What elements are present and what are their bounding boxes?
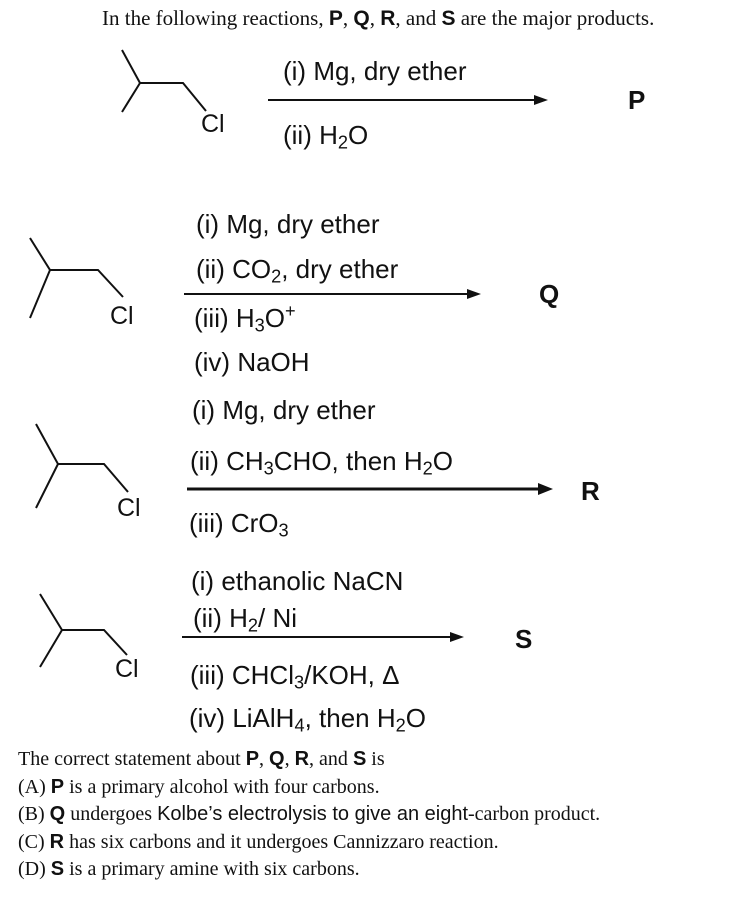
reaction-arrow — [182, 632, 464, 642]
chlorine-label: Cl — [115, 655, 139, 683]
reaction-step: (i) Mg, dry ether — [283, 56, 467, 86]
intro-text: In the following reactions, P, Q, R, and… — [102, 6, 655, 30]
product-q: Q — [539, 279, 560, 309]
option-b[interactable]: (B) Q undergoes Kolbe’s electrolysis to … — [18, 803, 601, 825]
reaction-step: (iii) CrO3 — [189, 508, 289, 541]
option-a[interactable]: (A) P is a primary alcohol with four car… — [18, 776, 380, 798]
product-s: S — [515, 624, 533, 654]
question-stem: The correct statement about P, Q, R, and… — [18, 748, 385, 770]
reaction-step: (iv) NaOH — [194, 347, 310, 377]
reaction-step: (iii) H3O+ — [194, 301, 296, 336]
reaction-step: (i) Mg, dry ether — [196, 209, 380, 239]
isobutyl-chloride-structure — [29, 237, 124, 319]
isobutyl-chloride-structure — [121, 49, 207, 113]
product-label-r: R — [380, 7, 396, 30]
reaction-step: (ii) H2/ Ni — [193, 603, 297, 636]
product-label-q: Q — [353, 7, 370, 30]
reaction-step: (iv) LiAlH4, then H2O — [189, 703, 426, 736]
reaction-arrow — [268, 95, 548, 105]
isobutyl-chloride-structure — [35, 423, 129, 509]
reaction-step: (i) ethanolic NaCN — [191, 566, 404, 596]
option-c[interactable]: (C) R has six carbons and it undergoes C… — [18, 831, 499, 853]
isobutyl-chloride-structure — [39, 593, 128, 668]
chlorine-label: Cl — [201, 110, 225, 138]
reaction-step: (ii) H2O — [283, 120, 369, 153]
reaction-step: (iii) CHCl3/KOH, Δ — [190, 660, 400, 693]
product-label-s: S — [441, 7, 456, 30]
chlorine-label: Cl — [110, 302, 134, 330]
reaction-step: (ii) CH3CHO, then H2O — [190, 446, 453, 479]
product-r: R — [581, 476, 600, 506]
product-label-p: P — [328, 7, 343, 30]
reaction-step: (i) Mg, dry ether — [192, 395, 376, 425]
reaction-arrow — [184, 289, 481, 299]
reaction-step: (ii) CO2, dry ether — [196, 254, 399, 287]
reaction-arrow — [187, 483, 553, 495]
product-p: P — [628, 85, 646, 115]
chlorine-label: Cl — [117, 494, 141, 522]
option-d[interactable]: (D) S is a primary amine with six carbon… — [18, 858, 360, 880]
